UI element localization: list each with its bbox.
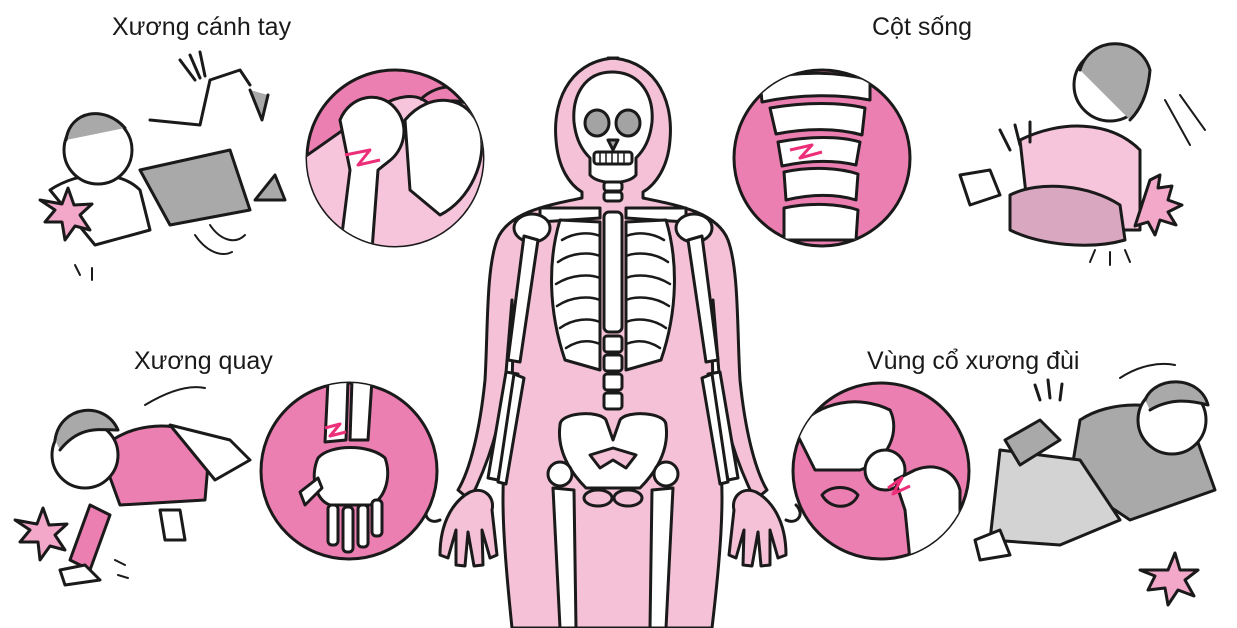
label-hip: Vùng cổ xương đùi	[867, 349, 1079, 374]
neck	[604, 182, 622, 201]
spine	[604, 212, 622, 409]
falling-man-figure	[40, 52, 285, 280]
hip-detail-circle	[793, 383, 969, 560]
forward-fall-woman-figure	[15, 387, 250, 585]
radius-detail-circle	[261, 380, 437, 559]
label-upper-arm: Xương cánh tay	[112, 15, 291, 40]
sitting-woman-figure	[960, 44, 1205, 265]
label-radius: Xương quay	[134, 349, 273, 374]
spine-detail-circle	[734, 70, 910, 246]
upper-arm-detail-circle	[300, 70, 485, 250]
label-spine: Cột sống	[872, 15, 972, 40]
side-fall-man-figure	[975, 364, 1215, 605]
